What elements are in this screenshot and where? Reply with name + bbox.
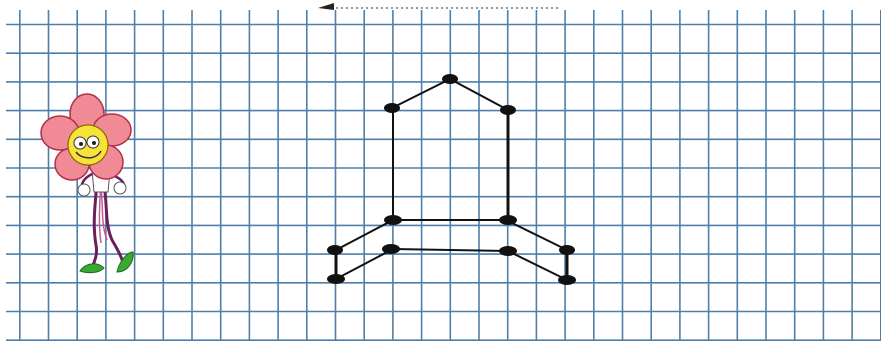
dot-mid-right-top [499,215,517,225]
dot-right-foot-top [559,245,575,255]
dot-roof-right [500,105,516,115]
flower-pupil-right [92,141,96,145]
dot-left-foot-top [327,245,343,255]
flower-pupil-left [79,142,83,146]
dot-roof-top [442,74,458,84]
flower-glove-right [114,182,126,194]
dot-mid-left-top [384,215,402,225]
dot-roof-left [384,103,400,113]
dot-mid-left-bottom [382,244,400,254]
flower-glove-left [78,184,90,196]
dot-right-foot-bottom [558,275,576,285]
dot-mid-right-bottom [499,246,517,256]
dot-left-foot-bottom [327,274,345,284]
